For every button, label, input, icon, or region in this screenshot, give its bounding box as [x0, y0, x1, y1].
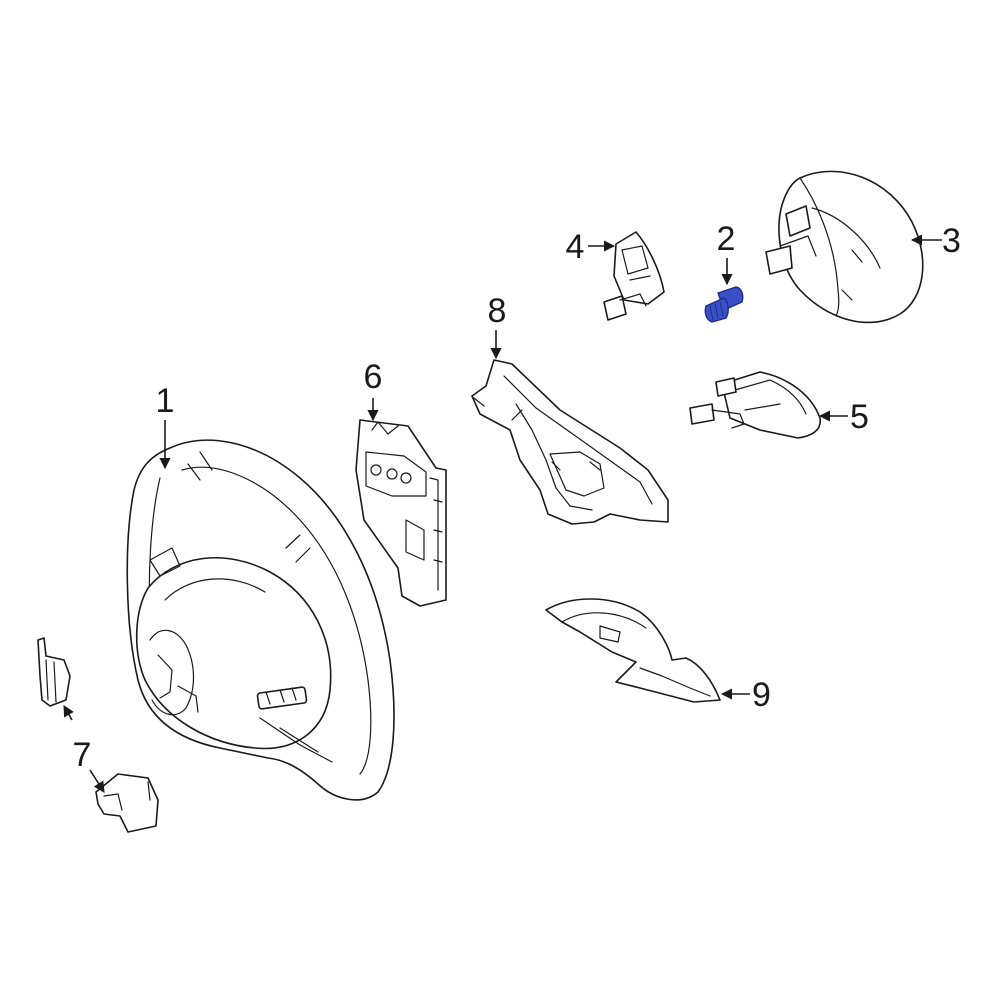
part-2-bolt[interactable]	[704, 286, 744, 323]
leader-7b	[89, 769, 105, 793]
part-5-switch[interactable]	[689, 371, 822, 439]
callout-1[interactable]: 1	[156, 382, 175, 420]
callout-5[interactable]: 5	[850, 398, 869, 436]
callout-4[interactable]: 4	[566, 228, 585, 266]
callout-8[interactable]: 8	[488, 292, 507, 330]
callout-3[interactable]: 3	[942, 222, 961, 260]
leader-7a	[63, 705, 74, 721]
callout-7[interactable]: 7	[73, 736, 92, 774]
callout-6[interactable]: 6	[364, 358, 383, 396]
part-4-switch[interactable]	[603, 231, 665, 321]
part-7b-clip[interactable]	[95, 773, 159, 833]
part-8-cover-frame[interactable]	[471, 359, 669, 525]
callout-2[interactable]: 2	[717, 220, 736, 258]
part-3-airbag-module[interactable]	[765, 170, 924, 324]
callout-9[interactable]: 9	[752, 676, 771, 714]
part-9-lower-cover[interactable]	[545, 598, 721, 703]
part-7a-clip[interactable]	[37, 637, 71, 707]
part-1-steering-wheel[interactable]	[126, 439, 395, 801]
part-6-switch-housing[interactable]	[355, 419, 447, 607]
